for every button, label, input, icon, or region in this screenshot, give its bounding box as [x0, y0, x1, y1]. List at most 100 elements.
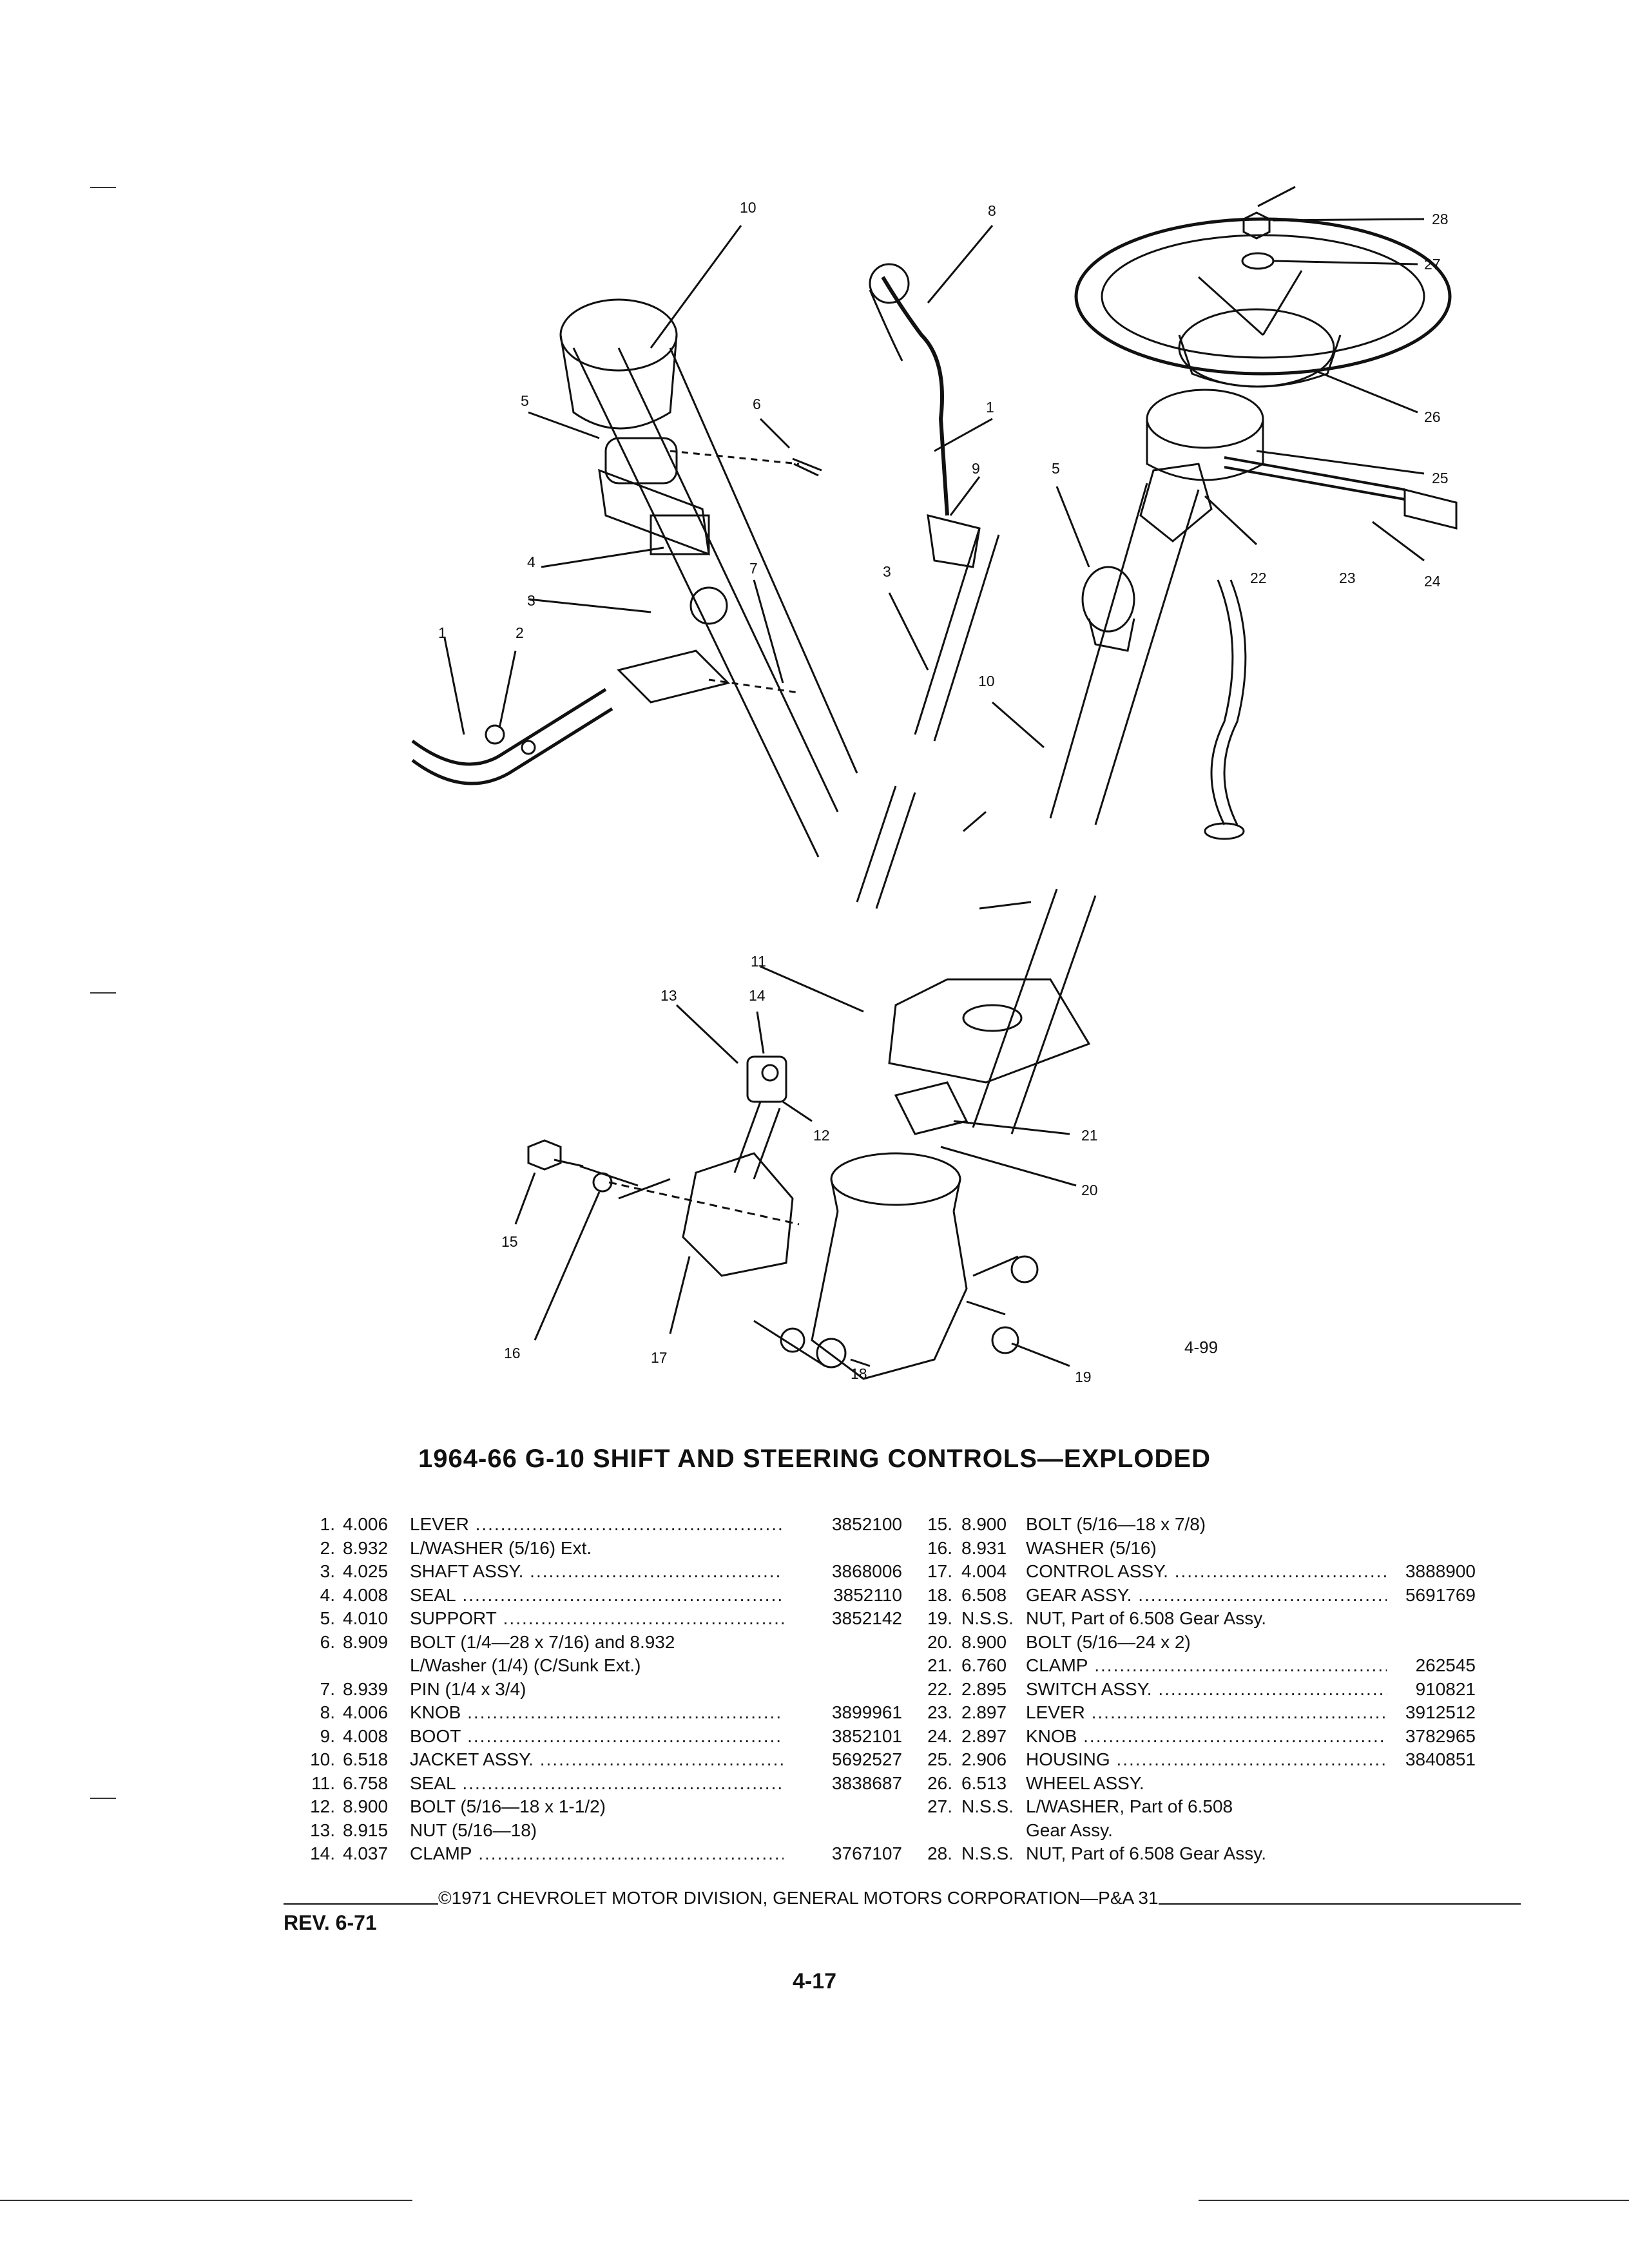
callout-label: 3 — [883, 563, 891, 580]
part-description: L/WASHER, Part of 6.508 — [1026, 1795, 1387, 1819]
part-number-index: 27. — [927, 1796, 952, 1816]
part-description-text: CONTROL ASSY. — [1026, 1561, 1168, 1581]
callout-label: 22 — [1250, 570, 1267, 586]
part-group-code: N.S.S. — [961, 1608, 1014, 1628]
scan-mark — [90, 1798, 116, 1799]
parts-row: 27.N.S.S.L/WASHER, Part of 6.508 — [915, 1795, 1476, 1819]
part-description: BOLT (1/4—28 x 7/16) and 8.932 — [410, 1631, 784, 1655]
part-group-code: 8.939 — [343, 1678, 389, 1699]
part-description-text: BOLT (5/16—18 x 7/8) — [1026, 1514, 1206, 1534]
leader-dots: ........................................… — [1158, 1678, 1387, 1699]
part-group-code: 2.897 — [961, 1702, 1007, 1722]
parts-row: 2. 8.932 L/WASHER (5/16) Ext. — [284, 1537, 902, 1561]
part-description-text: SEAL — [410, 1773, 456, 1793]
part-number-index: 2. — [320, 1537, 335, 1558]
part-number-index: 24. — [927, 1725, 952, 1746]
part-group-code: 4.006 — [343, 1702, 389, 1722]
part-description-text: L/WASHER, Part of 6.508 — [1026, 1796, 1233, 1816]
part-description-text: KNOB — [410, 1702, 461, 1722]
leader-dots: ........................................… — [1083, 1725, 1387, 1746]
callout-label: 12 — [813, 1127, 830, 1144]
part-number-index: 3. — [320, 1561, 335, 1581]
part-description: L/WASHER (5/16) Ext. — [410, 1537, 784, 1561]
part-number-index: 26. — [927, 1773, 952, 1793]
part-description: NUT (5/16—18) — [410, 1819, 784, 1843]
callout-label: 7 — [749, 560, 758, 577]
callout-label: 10 — [978, 673, 995, 689]
part-description-text: SHAFT ASSY. — [410, 1561, 524, 1581]
part-group-code: 2.895 — [961, 1678, 1007, 1699]
scan-mark — [90, 187, 116, 188]
callout-label: 23 — [1339, 570, 1356, 586]
part-group-code: N.S.S. — [961, 1843, 1014, 1863]
callout-label: 21 — [1081, 1127, 1098, 1144]
part-description-text: BOLT (1/4—28 x 7/16) and 8.932 — [410, 1631, 675, 1652]
parts-row: 28.N.S.S.NUT, Part of 6.508 Gear Assy. — [915, 1842, 1476, 1866]
footer-rule — [1158, 1903, 1521, 1905]
scan-bottom-rule — [1199, 2200, 1629, 2201]
part-catalog-number: 3868006 — [831, 1561, 902, 1581]
part-description: NUT, Part of 6.508 Gear Assy. — [1026, 1842, 1387, 1866]
part-description-text: WASHER (5/16) — [1026, 1537, 1157, 1558]
callout-label: 16 — [504, 1345, 521, 1361]
callout-label: 27 — [1424, 256, 1441, 273]
parts-row: 19.N.S.S.NUT, Part of 6.508 Gear Assy. — [915, 1607, 1476, 1631]
callout-label: 20 — [1081, 1182, 1098, 1198]
leader-dots: ........................................… — [478, 1843, 784, 1863]
part-number-index: 5. — [320, 1608, 335, 1628]
callout-label: 6 — [753, 396, 761, 412]
part-group-code: 6.513 — [961, 1773, 1007, 1793]
part-group-code: 4.025 — [343, 1561, 389, 1581]
part-description: JACKET ASSY. ...........................… — [410, 1748, 784, 1772]
part-catalog-number: 5691769 — [1405, 1584, 1476, 1605]
part-number-index: 6. — [320, 1631, 335, 1652]
callout-label: 1 — [986, 399, 994, 416]
page-title: 1964-66 G-10 SHIFT AND STEERING CONTROLS… — [418, 1445, 1211, 1473]
part-description: Gear Assy. — [1026, 1819, 1387, 1843]
callout-label: 4 — [527, 553, 535, 570]
leader-dots: ........................................… — [530, 1561, 784, 1581]
callout-label: 14 — [749, 987, 766, 1004]
part-number-index: 23. — [927, 1702, 952, 1722]
part-group-code: 4.037 — [343, 1843, 389, 1863]
part-number-index: 16. — [927, 1537, 952, 1558]
part-description-text: L/Washer (1/4) (C/Sunk Ext.) — [410, 1655, 641, 1675]
part-description-text: HOUSING — [1026, 1749, 1110, 1769]
part-description: SEAL ...................................… — [410, 1772, 784, 1796]
part-group-code: 8.900 — [961, 1514, 1007, 1534]
leader-dots: ........................................… — [539, 1749, 784, 1769]
part-description: SEAL ...................................… — [410, 1584, 784, 1608]
part-catalog-number: 3852110 — [833, 1584, 902, 1605]
part-catalog-number: 3899961 — [831, 1702, 902, 1722]
part-description-text: NUT (5/16—18) — [410, 1820, 537, 1840]
part-group-code: 8.932 — [343, 1537, 389, 1558]
callout-label: 25 — [1432, 470, 1449, 486]
part-number-index: 22. — [927, 1678, 952, 1699]
callout-label: 26 — [1424, 408, 1441, 425]
part-number-index: 25. — [927, 1749, 952, 1769]
part-description: HOUSING ................................… — [1026, 1748, 1387, 1772]
copyright-footer: ©1971 CHEVROLET MOTOR DIVISION, GENERAL … — [284, 1888, 1521, 1908]
part-description: LEVER ..................................… — [410, 1513, 784, 1537]
part-catalog-number: 3912512 — [1405, 1702, 1476, 1722]
part-description: BOLT (5/16—18 x 1-1/2) — [410, 1795, 784, 1819]
part-description-text: Gear Assy. — [1026, 1820, 1113, 1840]
parts-row: Gear Assy. — [915, 1819, 1476, 1843]
